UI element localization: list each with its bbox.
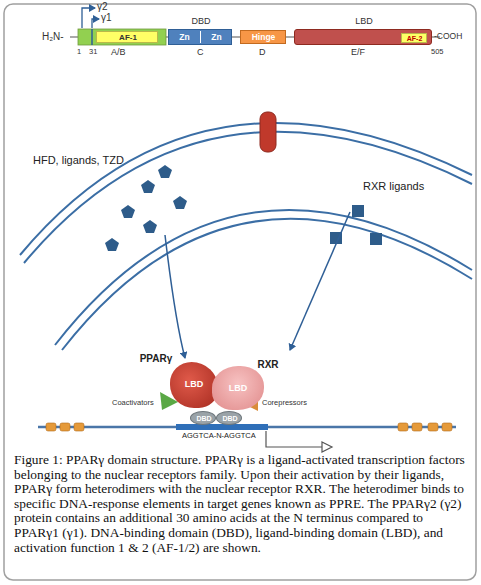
text-label: Coactivators <box>112 399 154 407</box>
hinge-box: Hinge <box>240 30 286 44</box>
figure-caption: Figure 1: PPARγ domain structure. PPARγ … <box>14 453 470 555</box>
node-text: LBD <box>174 377 214 391</box>
node-text: DBD <box>217 412 243 425</box>
isoform-start <box>91 29 93 45</box>
lbd-bar: LBDAF-2 <box>294 29 432 45</box>
af1-box: AF-1 <box>96 31 158 43</box>
nuclear-membrane <box>62 219 472 350</box>
text-label: A/B <box>111 48 126 58</box>
frame <box>4 4 476 580</box>
node-text: RXR <box>252 359 284 371</box>
text-label: HFD, ligands, TZD <box>33 154 124 166</box>
node-text: PPARγ <box>136 353 176 365</box>
node-text: Hinge <box>241 31 286 44</box>
transcription-arrow <box>266 431 322 447</box>
text-label: 1 <box>77 48 81 56</box>
dbd-box: DBDZnZn <box>168 29 232 45</box>
dbd-oval: DBD <box>216 411 242 425</box>
gamma2-arrow <box>82 8 95 28</box>
node-text: AF-2 <box>402 34 427 43</box>
dbd-oval: DBD <box>190 411 216 425</box>
gamma1-arrow <box>92 19 99 28</box>
text-label: γ1 <box>101 12 112 23</box>
af2-box: AF-2 <box>401 33 427 43</box>
node-text: DBD <box>183 15 219 27</box>
dna-sites <box>46 423 452 431</box>
ligand-arrow <box>165 235 185 358</box>
zn-divider <box>200 31 201 43</box>
text-label: γ2 <box>97 1 108 12</box>
node-text: DBD <box>191 412 217 425</box>
text-label: E/F <box>351 48 365 58</box>
rxr-lbd-blob: RXRLBD <box>212 366 264 410</box>
text-label: -COOH <box>434 32 462 41</box>
text-label: H₂N- <box>42 31 64 42</box>
node-text: LBD <box>218 381 258 395</box>
text-label: 31 <box>89 48 97 56</box>
text-label: Corepressors <box>262 399 307 407</box>
text-label: C <box>197 48 204 58</box>
nuclear-membrane <box>55 210 472 345</box>
ppre-element <box>176 424 268 430</box>
text-label: RXR ligands <box>363 180 424 192</box>
node-text: Zn <box>169 30 200 45</box>
membrane-receptor <box>260 112 276 152</box>
ab-region <box>78 29 166 45</box>
ligand-pentagons <box>105 165 187 251</box>
text-label: 505 <box>431 48 444 56</box>
text-label: D <box>259 48 266 58</box>
transcription-arrowhead <box>322 442 332 452</box>
rxr-ligand-arrow <box>290 212 350 350</box>
text-label: AGGTCA-N-AGGTCA <box>182 432 256 440</box>
node-text: Zn <box>201 30 232 45</box>
node-text: AF-1 <box>97 32 159 44</box>
node-text: LBD <box>340 15 388 27</box>
